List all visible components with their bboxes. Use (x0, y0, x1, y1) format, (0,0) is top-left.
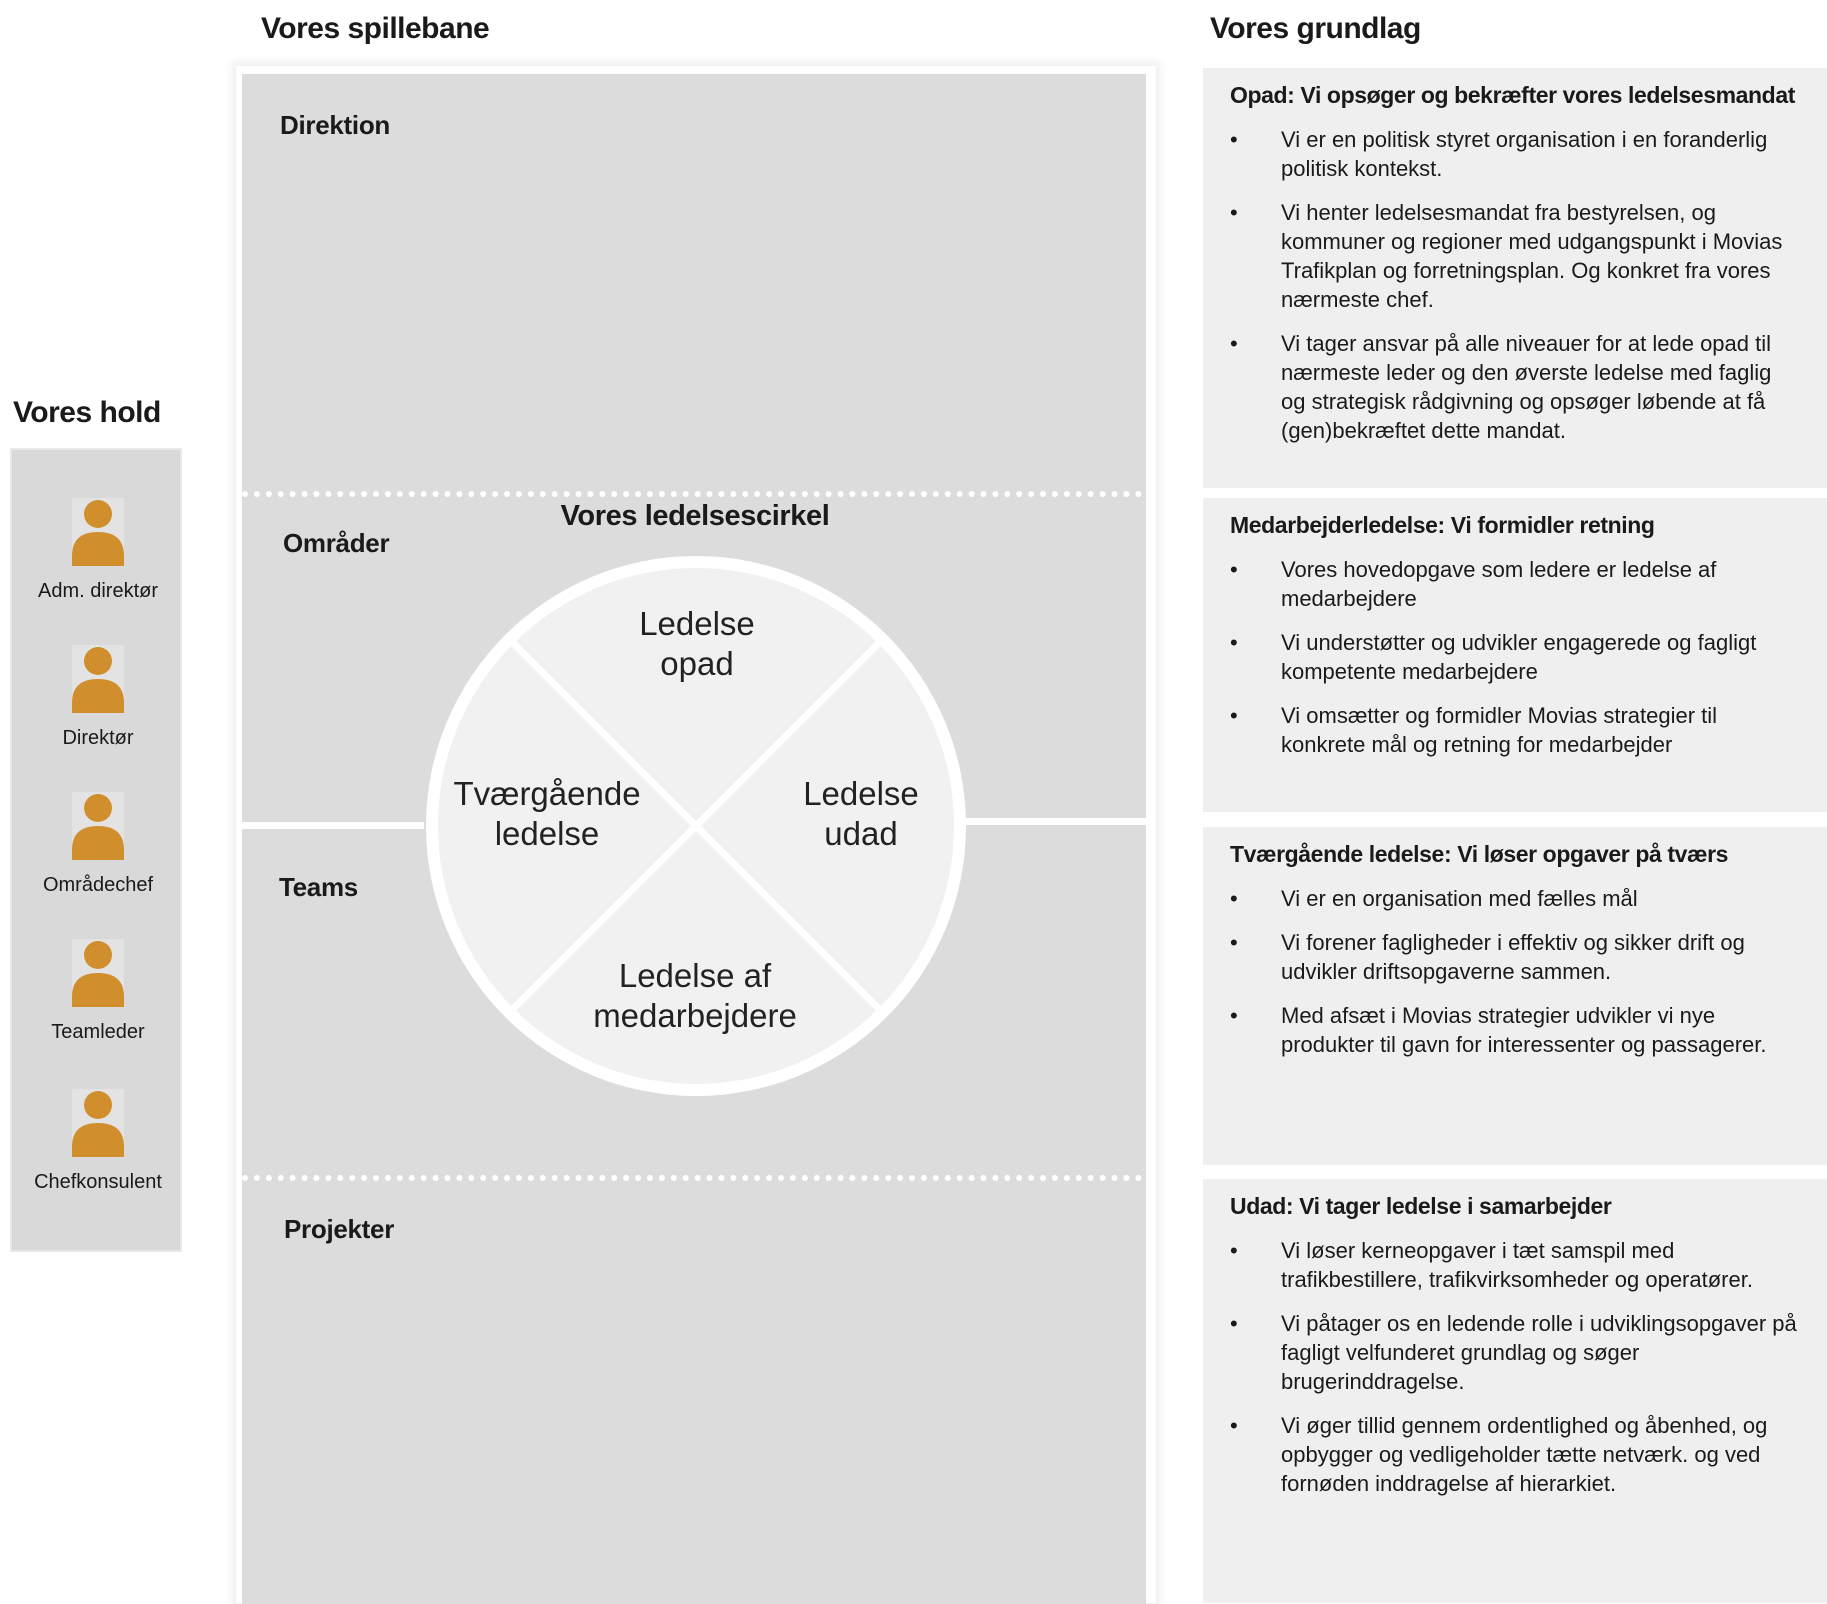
field-heading: Vores spillebane (261, 12, 490, 45)
foundation-card-opad: Opad: Vi opsøger og bekræfter vores lede… (1203, 68, 1827, 488)
list-item: • Vi understøtter og udvikler engagerede … (1230, 628, 1801, 686)
list-item-text: Vi forener fagligheder i effektiv og sik… (1281, 930, 1745, 984)
bullet-icon: • (1230, 557, 1238, 582)
team-member-label: Teamleder (51, 1021, 145, 1043)
bullet-icon: • (1230, 200, 1238, 225)
team-member: Adm. direktør (12, 498, 184, 603)
quadrant-line: Ledelse (803, 775, 919, 812)
bullet-icon: • (1230, 331, 1238, 356)
person-icon (72, 498, 124, 566)
list-item-text: Vi omsætter og formidler Movias strategi… (1281, 703, 1718, 757)
zone-divider (242, 1175, 1154, 1181)
circle-quadrant-bottom: Ledelse af medarbejdere (565, 956, 825, 1036)
quadrant-line: opad (660, 645, 734, 682)
quadrant-line: Tværgående (453, 775, 641, 812)
person-icon (72, 792, 124, 860)
bullet-icon: • (1230, 1413, 1238, 1438)
list-item-text: Vi løser kerneopgaver i tæt samspil med … (1281, 1238, 1753, 1292)
circle-quadrant-top: Ledelse opad (578, 604, 816, 684)
list-item: • Vi påtager os en ledende rolle i udvikl… (1230, 1309, 1801, 1396)
person-icon (72, 1089, 124, 1157)
team-member-label: Områdechef (42, 874, 154, 896)
team-member: Områdechef (12, 792, 184, 897)
bullet-icon: • (1230, 630, 1238, 655)
bullet-icon: • (1230, 886, 1238, 911)
zone-divider (240, 822, 424, 829)
list-item: • Vi henter ledelsesmandat fra bestyrelse… (1230, 198, 1801, 314)
zone-label-projekter: Projekter (284, 1214, 395, 1244)
list-item-text: Vi påtager os en ledende rolle i udvikli… (1281, 1311, 1797, 1394)
list-item: • Vi tager ansvar på alle niveauer for at… (1230, 329, 1801, 445)
team-heading: Vores hold (13, 396, 161, 429)
list-item: • Vi løser kerneopgaver i tæt samspil med… (1230, 1236, 1801, 1294)
team-member-label: Direktør (62, 727, 134, 749)
zone-label-teams: Teams (279, 872, 358, 902)
list-item: • Vores hovedopgave som ledere er ledelse… (1230, 555, 1801, 613)
list-item-text: Vi henter ledelsesmandat fra bestyrelsen… (1281, 200, 1783, 312)
list-item-text: Vi tager ansvar på alle niveauer for at … (1281, 331, 1772, 443)
foundation-heading: Vores grundlag (1210, 12, 1421, 45)
quadrant-line: Ledelse af (618, 957, 772, 994)
card-bullet-list: • Vi løser kerneopgaver i tæt samspil med… (1230, 1236, 1801, 1498)
leadership-circle (426, 556, 966, 1096)
quadrant-line: Ledelse (639, 605, 755, 642)
quadrant-line: ledelse (494, 815, 600, 852)
card-bullet-list: • Vores hovedopgave som ledere er ledelse… (1230, 555, 1801, 759)
bullet-icon: • (1230, 1238, 1238, 1263)
list-item: • Med afsæt i Movias strategier udvikler … (1230, 1001, 1801, 1059)
bullet-icon: • (1230, 1003, 1238, 1028)
quadrant-line: udad (824, 815, 898, 852)
list-item-text: Med afsæt i Movias strategier udvikler v… (1281, 1003, 1767, 1057)
list-item-text: Vi understøtter og udvikler engagerede o… (1281, 630, 1757, 684)
zone-divider (960, 818, 1154, 825)
zone-divider (242, 491, 1154, 497)
circle-quadrant-left: Tværgående ledelse (432, 774, 662, 854)
list-item: • Vi er en organisation med fælles mål (1230, 884, 1801, 913)
team-member: Chefkonsulent (12, 1089, 184, 1194)
zone-label-omraader: Områder (283, 528, 390, 558)
zone-label-direktion: Direktion (280, 110, 390, 140)
person-icon (72, 645, 124, 713)
quadrant-line: medarbejdere (593, 997, 797, 1034)
card-title: Tværgående ledelse: Vi løser opgaver på … (1230, 841, 1729, 867)
team-member-label: Chefkonsulent (34, 1171, 162, 1193)
list-item: • Vi er en politisk styret organisation i… (1230, 125, 1801, 183)
foundation-card-tvaergaaende: Tværgående ledelse: Vi løser opgaver på … (1203, 827, 1827, 1165)
circle-quadrant-right: Ledelse udad (756, 774, 966, 854)
team-member: Teamleder (12, 939, 184, 1044)
team-member-label: Adm. direktør (37, 580, 159, 602)
list-item-text: Vi er en organisation med fælles mål (1281, 886, 1638, 911)
card-bullet-list: • Vi er en politisk styret organisation i… (1230, 125, 1801, 445)
bullet-icon: • (1230, 703, 1238, 728)
list-item: • Vi forener fagligheder i effektiv og si… (1230, 928, 1801, 986)
list-item-text: Vi er en politisk styret organisation i … (1281, 127, 1768, 181)
list-item-text: Vores hovedopgave som ledere er ledelse … (1281, 557, 1717, 611)
team-panel: Adm. direktør Direktør Områdechef Teamle… (10, 448, 182, 1252)
leadership-circle-title: Vores ledelsescirkel (560, 500, 830, 532)
card-title: Medarbejderledelse: Vi formidler retning (1230, 512, 1655, 538)
list-item: • Vi omsætter og formidler Movias strateg… (1230, 701, 1801, 759)
list-item-text: Vi øger tillid gennem ordentlighed og åb… (1281, 1413, 1768, 1496)
bullet-icon: • (1230, 930, 1238, 955)
card-title: Opad: Vi opsøger og bekræfter vores lede… (1230, 82, 1795, 108)
bullet-icon: • (1230, 127, 1238, 152)
foundation-card-medarbejderledelse: Medarbejderledelse: Vi formidler retning… (1203, 498, 1827, 812)
person-icon (72, 939, 124, 1007)
foundation-card-udad: Udad: Vi tager ledelse i samarbejder • Vi… (1203, 1179, 1827, 1603)
card-bullet-list: • Vi er en organisation med fælles mål • V… (1230, 884, 1801, 1059)
list-item: • Vi øger tillid gennem ordentlighed og å… (1230, 1411, 1801, 1498)
card-title: Udad: Vi tager ledelse i samarbejder (1230, 1193, 1612, 1219)
team-member: Direktør (12, 645, 184, 750)
bullet-icon: • (1230, 1311, 1238, 1336)
